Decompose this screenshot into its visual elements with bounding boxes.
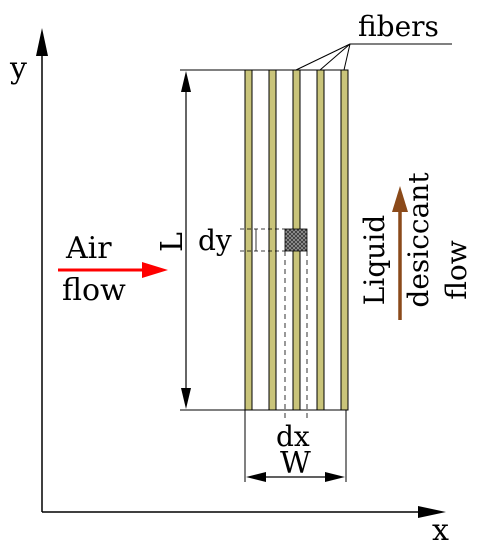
differential-element (284, 228, 308, 252)
fibers-label: fibers (358, 10, 439, 43)
width-arrowhead-left (246, 472, 266, 482)
y-axis-label: y (9, 51, 27, 86)
fibers-pointer-line (319, 43, 351, 71)
width-label: W (280, 446, 311, 481)
air-flow: Air flow (58, 231, 168, 308)
liquid-flow-label-line1: Liquid (358, 215, 391, 305)
dx-guides: dx (276, 251, 310, 453)
length-arrowhead-bottom (181, 388, 191, 409)
liquid-flow-label-line3: flow (440, 240, 473, 300)
liquid-desiccant-flow: Liquid desiccant flow (358, 172, 473, 320)
length-label: L (155, 232, 190, 252)
fibers-callout: fibers (295, 10, 452, 71)
axes: y x (9, 28, 449, 548)
fibers-pointer-line (343, 43, 351, 71)
fibers-pointer-line (295, 43, 351, 71)
liquid-flow-label-line2: desiccant (402, 172, 435, 308)
dx-label: dx (276, 420, 310, 453)
air-flow-arrowhead (142, 262, 168, 278)
fiber (340, 69, 349, 411)
x-axis-label: x (432, 513, 449, 548)
y-axis-arrowhead (36, 28, 48, 56)
width-dimension: W (244, 410, 347, 482)
width-arrowhead-right (325, 472, 345, 482)
air-flow-label-line2: flow (62, 273, 126, 308)
length-dimension: L (155, 71, 191, 409)
air-flow-label-line1: Air (65, 231, 112, 266)
fiber (316, 69, 325, 411)
dy-label: dy (198, 224, 232, 257)
length-arrowhead-top (181, 71, 191, 92)
fiber (244, 69, 253, 411)
fiber (268, 69, 277, 411)
desiccant-arrowhead (392, 186, 408, 212)
dy-element: dy (198, 224, 308, 257)
x-axis-arrowhead (418, 506, 446, 518)
